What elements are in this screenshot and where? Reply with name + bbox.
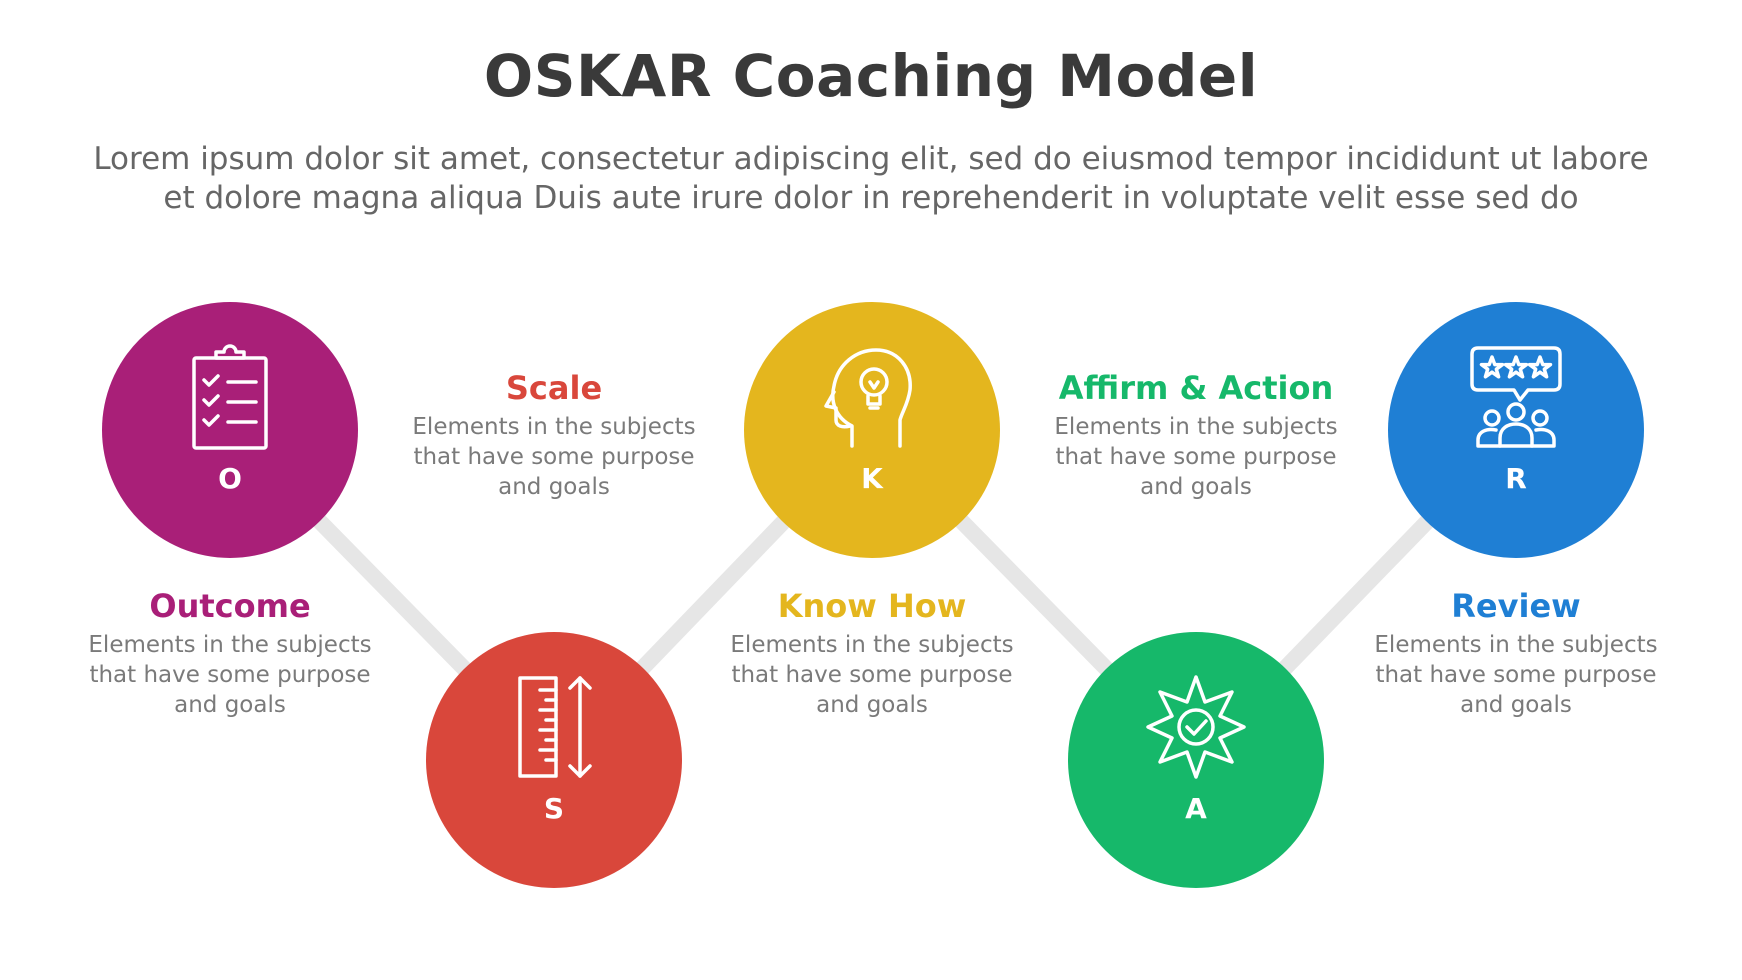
desc-line: and goals [174, 692, 286, 718]
desc-line: Elements in the subjects [88, 632, 372, 658]
step-letter: A [1185, 792, 1207, 825]
desc-line: and goals [1460, 692, 1572, 718]
desc-line: that have some purpose [1375, 662, 1657, 688]
step-circle-affirm-action: A [1068, 632, 1324, 888]
subtitle-line-2: et dolore magna aliqua Duis aute irure d… [163, 180, 1579, 216]
step-block-outcome: Outcome Elements in the subjects that ha… [85, 586, 375, 720]
step-letter: S [543, 792, 565, 825]
subtitle: Lorem ipsum dolor sit amet, consectetur … [80, 140, 1662, 218]
step-description: Elements in the subjects that have some … [409, 412, 699, 502]
desc-line: Elements in the subjects [412, 414, 696, 440]
step-circle-know-how: K [744, 302, 1000, 558]
step-circle-outcome: O [102, 302, 358, 558]
step-heading: Know How [777, 587, 967, 625]
step-block-know-how: Know How Elements in the subjects that h… [727, 586, 1017, 720]
step-heading: Scale [505, 369, 603, 407]
desc-line: and goals [498, 474, 610, 500]
step-heading: Affirm & Action [1058, 369, 1334, 407]
clipboard-checklist-icon [192, 344, 268, 450]
step-letter: O [218, 462, 242, 495]
desc-line: that have some purpose [89, 662, 371, 688]
step-block-affirm-action: Affirm & Action Elements in the subjects… [1051, 368, 1341, 502]
step-circle-review: R [1388, 302, 1644, 558]
page-title: OSKAR Coaching Model [483, 42, 1259, 110]
step-block-scale: Scale Elements in the subjects that have… [409, 368, 699, 502]
desc-line: Elements in the subjects [730, 632, 1014, 658]
step-circle-scale: S [426, 632, 682, 888]
step-description: Elements in the subjects that have some … [727, 630, 1017, 720]
step-heading: Review [1451, 587, 1581, 625]
subtitle-line-1: Lorem ipsum dolor sit amet, consectetur … [93, 141, 1649, 177]
desc-line: that have some purpose [413, 444, 695, 470]
desc-line: Elements in the subjects [1054, 414, 1338, 440]
rating-group-icon [1470, 346, 1562, 448]
step-description: Elements in the subjects that have some … [1371, 630, 1661, 720]
desc-line: Elements in the subjects [1374, 632, 1658, 658]
step-letter: R [1505, 462, 1527, 495]
step-heading: Outcome [149, 587, 311, 625]
head-lightbulb-icon [824, 348, 912, 448]
step-description: Elements in the subjects that have some … [85, 630, 375, 720]
desc-line: and goals [1140, 474, 1252, 500]
ruler-arrows-icon [518, 676, 592, 778]
desc-line: that have some purpose [1055, 444, 1337, 470]
step-block-review: Review Elements in the subjects that hav… [1371, 586, 1661, 720]
step-description: Elements in the subjects that have some … [1051, 412, 1341, 502]
desc-line: that have some purpose [731, 662, 1013, 688]
step-letter: K [861, 462, 883, 495]
badge-check-icon [1146, 675, 1246, 779]
desc-line: and goals [816, 692, 928, 718]
